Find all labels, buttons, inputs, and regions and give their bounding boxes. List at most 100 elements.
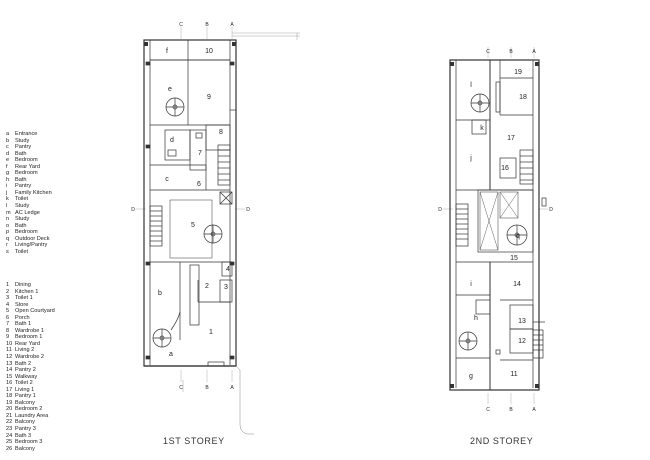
room-label-10: 10 [205,48,213,55]
legend-letter-label: Bedroom [15,157,38,164]
legend-letter-label: Bedroom [15,229,38,236]
grid-label-c-bottom-2: C [486,407,490,413]
legend-number-key: 14 [6,367,13,374]
legend-letter-label: Family Kitchen [15,189,52,196]
legend-letter-key: c [6,144,9,151]
legend-letter-label: Bedroom [15,170,38,177]
legend-letter-key: b [6,137,10,144]
legend-letter-item: g Bedroom [6,170,52,177]
title-2nd-storey: 2ND STOREY [470,436,534,446]
grid-label-d-right-1: D [246,207,250,213]
legend-letter-key: f [6,163,8,170]
legend-letter-label: Pantry [15,183,32,190]
room-label-q: q [516,233,520,240]
legend-number-key: 5 [6,308,10,315]
legend-number-label: Bedroom 3 [15,439,43,446]
room-label-14: 14 [513,281,521,288]
legend-number-key: 10 [6,340,13,347]
room-label-5: 5 [191,222,195,229]
room-label-12: 12 [518,338,526,345]
legend-letter-label: Bath [15,150,27,157]
legend-letter-label: Rear Yard [15,163,40,170]
room-label-17: 17 [507,135,515,142]
legend-number-key: 15 [6,373,13,380]
grid-label-a-top-1: A [230,22,234,28]
room-label-2: 2 [205,283,209,290]
legend-number-key: 4 [6,301,10,308]
room-label-l: l [470,82,472,89]
legend-number-label: Pantry 3 [15,426,36,433]
room-label-e: e [168,86,172,93]
legend-letter-item: f Rear Yard [6,164,52,171]
legend-letter-key: g [6,170,10,177]
room-label-7: 7 [198,150,202,157]
legend-number-key: 18 [6,393,13,400]
grid-label-b-bottom-2: B [509,407,513,413]
room-label-a: a [169,351,173,358]
legend-number-key: 26 [6,445,13,452]
legend-number-key: 23 [6,426,13,433]
room-label-11: 11 [510,371,517,378]
room-label-8: 8 [219,129,223,136]
legend-letter-key: o [6,222,10,229]
room-label-1: 1 [209,329,213,336]
legend-letter-key: j [6,189,8,196]
legend-number-label: Rear Yard [15,340,40,347]
legend-letter-key: r [6,242,8,249]
legend-number-label: Wardrobe 1 [15,327,45,334]
room-label-19: 19 [514,69,522,76]
legend-number-key: 21 [6,412,13,419]
legend-number-label: Toilet 2 [15,380,33,387]
legend-number-key: 8 [6,327,10,334]
legend-number-key: 13 [6,360,13,367]
room-label-j: j [469,155,472,162]
room-label-h: h [474,315,478,322]
grid-label-a-bottom-2: A [532,407,536,413]
legend-number-label: Store [15,301,29,308]
legend-letter-label: Study [15,216,30,223]
legend-number-item: 8 Wardrobe 1 [6,328,55,335]
legend-number-label: Kitchen 1 [15,288,39,295]
grid-label-a-top-2: A [532,49,536,55]
room-label-9: 9 [207,94,211,101]
room-label-i: i [470,281,472,288]
legend-number-item: 4 Store [6,302,55,309]
legend-letter-label: Living/Pantry [15,242,48,249]
plan-1st-storey [136,27,300,435]
room-label-3: 3 [224,284,228,291]
legend-number-label: Bath 3 [15,432,32,439]
legend-number-label: Toilet 1 [15,295,33,302]
room-label-b: b [158,290,162,297]
legend-number-label: Porch [15,314,30,321]
legend-number-key: 25 [6,439,13,446]
plan-2nd-storey [443,47,548,404]
grid-label-c-top-2: C [486,49,490,55]
legend-letter-label: Study [15,137,30,144]
grid-label-b-bottom-1: B [205,385,209,391]
legend-number-label: Balcony [15,419,35,426]
legend-number-key: 22 [6,419,13,426]
room-label-16: 16 [501,165,509,172]
legend-number-key: 6 [6,314,10,321]
legend-number-label: Balcony [15,445,35,452]
